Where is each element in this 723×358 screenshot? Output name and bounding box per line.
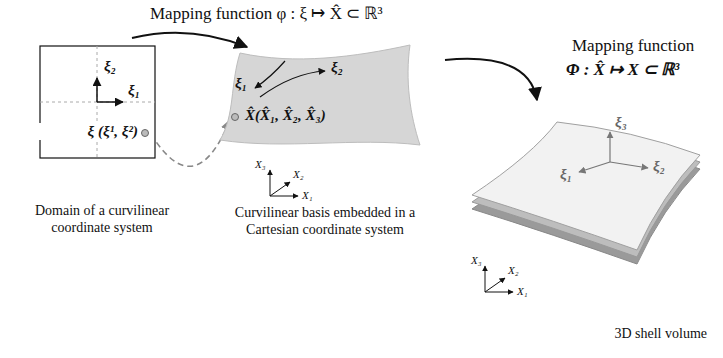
dashed-mapping-arrow	[151, 120, 230, 166]
illustration-node: ξ₃ ξ₂ ξ₁ 3D shell volume	[462, 100, 717, 352]
symbol-label: X̂(X̂₁, X̂₂, X̂₃)	[245, 107, 326, 124]
symbol-label: ξ₃	[615, 114, 627, 131]
symbol-label: ξ₂	[103, 58, 117, 75]
mapping-formula: Φ : X̂ ↦ X ⊂ ℝ³	[566, 60, 679, 80]
axis-label: X₁	[517, 285, 528, 298]
caption-text: Domain of a curvilinear coordinate syste…	[27, 203, 177, 237]
axis-label: X₃	[255, 158, 266, 171]
axis-label: X₃	[471, 254, 482, 267]
axis-label: X₁	[302, 189, 313, 202]
mapping-arrow	[132, 33, 247, 47]
mapping-title: Mapping function	[572, 36, 694, 56]
symbol-label: ξ₂	[331, 59, 343, 76]
mapping-arrow	[445, 59, 537, 100]
symbol-label: ξ₁	[560, 166, 572, 183]
symbol-label: ξ₁	[235, 75, 247, 92]
caption-text: 3D shell volume	[562, 326, 707, 343]
mapping-title: Mapping function φ : ξ ↦ X̂ ⊂ ℝ³	[150, 4, 383, 24]
symbol-label: ξ₁	[127, 82, 141, 99]
caption-text: Curvilinear basis embedded in a Cartesia…	[210, 205, 440, 239]
axis-label: X₂	[293, 168, 304, 181]
symbol-label: ξ₂	[653, 158, 665, 175]
illustration-node: ξ₂ ξ₁ ξ (ξ¹, ξ²) Domain of a curvilinear co…	[27, 38, 177, 238]
illustration	[462, 100, 717, 352]
illustration-node: ξ₁ ξ₂ X̂(X̂₁, X̂₂, X̂₃) Curvilinear basis e…	[205, 45, 445, 260]
symbol-label: ξ (ξ¹, ξ²)	[37, 123, 139, 140]
axis-label: X₂	[508, 264, 519, 277]
